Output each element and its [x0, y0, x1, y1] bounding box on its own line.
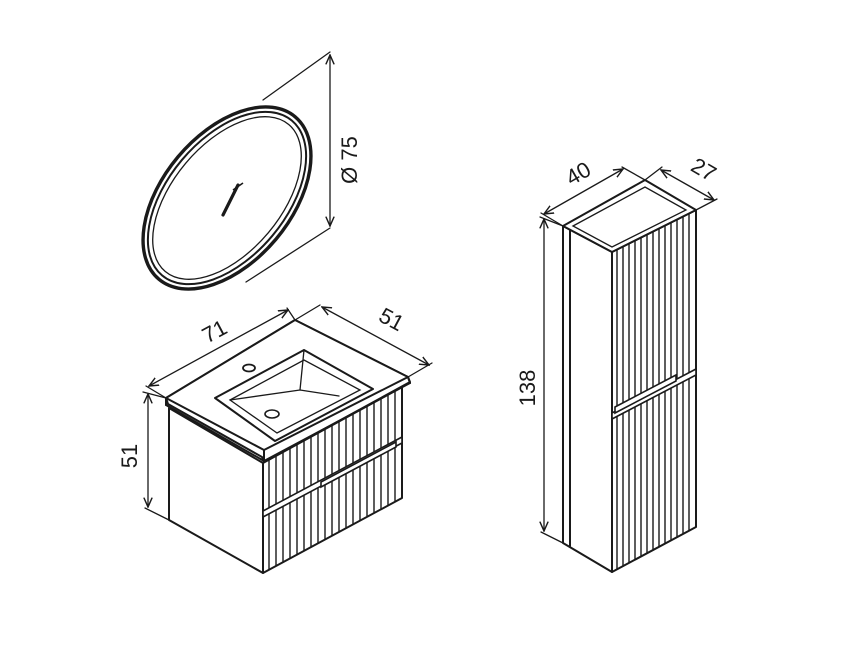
- mirror-diameter-dimension: Ø 75: [245, 51, 362, 283]
- cabinet-depth-label: 27: [687, 153, 721, 187]
- cabinet-width-label: 40: [561, 157, 595, 191]
- mirror-touch-sensor-icon: [221, 182, 244, 217]
- round-mirror: [141, 105, 313, 291]
- cabinet-handle: [614, 373, 677, 415]
- tall-cabinet: [562, 179, 697, 573]
- vanity-unit: [165, 319, 411, 574]
- drain-hole: [264, 409, 280, 419]
- drawer-handle: [320, 440, 397, 489]
- vanity-height-label: 51: [117, 444, 142, 468]
- vanity-depth-label: 51: [375, 303, 408, 337]
- cabinet-height-dimension: 138: [515, 216, 564, 544]
- tap-hole: [242, 363, 256, 373]
- cabinet-height-label: 138: [515, 370, 540, 407]
- vanity-height-dimension: 51: [117, 391, 170, 521]
- mirror-diameter-label: Ø 75: [337, 136, 362, 184]
